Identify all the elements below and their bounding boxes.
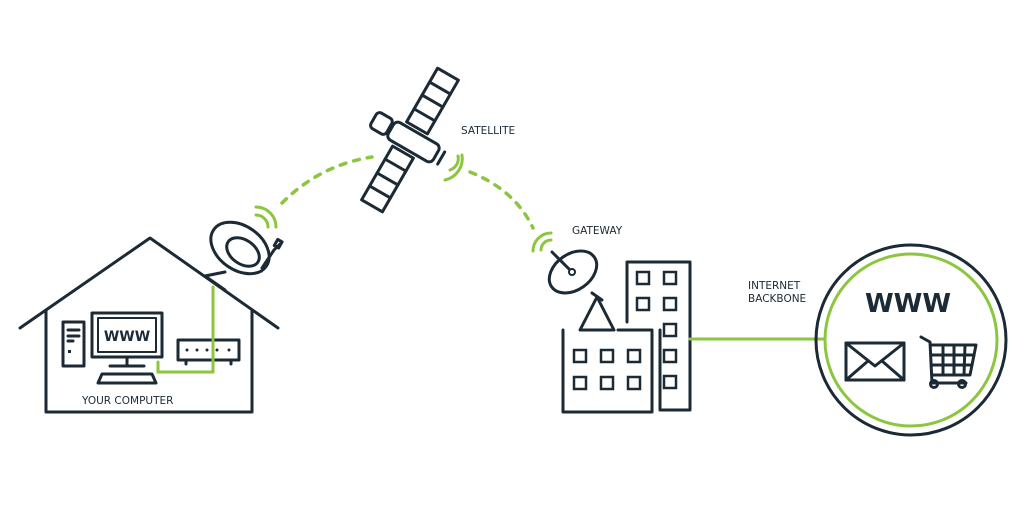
signal-path-home-to-satellite <box>280 155 374 205</box>
internet-www-text: WWW <box>865 289 951 319</box>
satellite-signal-waves-icon <box>443 153 464 182</box>
home-satellite-dish-icon <box>203 220 284 292</box>
internet-inner-circle <box>823 252 999 428</box>
satellite-icon <box>360 66 460 214</box>
home-cable <box>156 285 215 374</box>
home-signal-waves-icon <box>254 205 278 229</box>
house <box>18 236 280 414</box>
router-icon <box>176 338 241 366</box>
gateway-signal-waves-icon <box>531 231 553 253</box>
email-envelope-icon <box>844 341 906 382</box>
satellite-label: SATELLITE <box>461 125 515 137</box>
pc-tower-icon <box>61 320 86 368</box>
gateway-label: GATEWAY <box>572 225 623 237</box>
internet-backbone-label-line1: INTERNET <box>748 280 801 292</box>
monitor-icon <box>90 311 164 385</box>
shopping-cart-icon <box>919 335 978 389</box>
signal-path-satellite-to-gateway <box>468 170 535 230</box>
internet-outer-circle <box>814 243 1008 437</box>
internet-backbone-label-line2: BACKBONE <box>748 293 806 305</box>
your-computer-label: YOUR COMPUTER <box>81 395 173 407</box>
gateway-building-icon <box>561 260 692 414</box>
gateway-dish-icon <box>547 249 616 332</box>
monitor-www-text: WWW <box>104 329 150 345</box>
